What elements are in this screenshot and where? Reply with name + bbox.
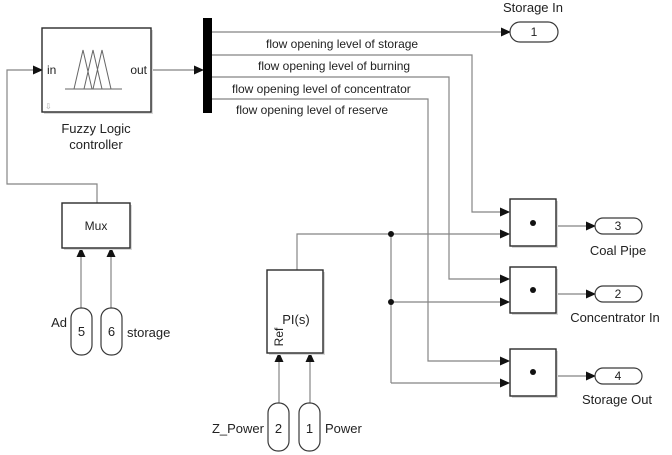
signal-line-mux-to-fuzzy[interactable] [6, 65, 98, 203]
outport-storage-in[interactable]: 1 [509, 21, 559, 43]
library-link-icon: ⇩ [45, 102, 52, 111]
demux-block[interactable] [203, 18, 212, 113]
signal-line-reserve[interactable] [212, 98, 510, 366]
inport-name-power: Power [325, 421, 363, 436]
outport-name-coal-pipe: Coal Pipe [590, 243, 646, 258]
fuzzy-in-port-label: in [47, 63, 56, 77]
outport-concentrator-in[interactable]: 2 [594, 285, 643, 303]
signal-label-burning: flow opening level of burning [258, 59, 410, 73]
inport-name-ad: Ad [51, 315, 67, 330]
fuzzy-block-name-line2: controller [69, 137, 123, 152]
inport-z-power[interactable]: 2 [267, 402, 290, 452]
inport-ad[interactable]: 5 [70, 307, 93, 356]
inport-name-storage: storage [127, 325, 170, 340]
mux-label: Mux [85, 219, 108, 233]
pi-ref-port-label: Ref [272, 327, 286, 346]
signal-line-concentrator[interactable] [212, 76, 510, 284]
signal-labels: flow opening level of storage flow openi… [232, 37, 418, 117]
outport-name-concentrator-in: Concentrator In [570, 310, 660, 325]
signal-line-burning[interactable] [212, 54, 510, 217]
membership-functions-icon [65, 49, 122, 90]
pi-controller-block[interactable]: PI(s) Ref [266, 269, 325, 355]
fuzzy-out-port-label: out [130, 63, 147, 77]
product-dot-icon [530, 220, 536, 226]
outport-name-storage-in: Storage In [503, 0, 563, 15]
inport-number: 6 [108, 324, 115, 339]
inport-name-z-power: Z_Power [212, 421, 265, 436]
signal-label-reserve: flow opening level of reserve [236, 103, 388, 117]
outport-number: 2 [615, 287, 622, 301]
product-block-concentrator[interactable] [509, 266, 558, 315]
outport-number: 4 [615, 369, 622, 383]
signal-line-pi-to-product-1[interactable] [296, 229, 510, 270]
inport-number: 5 [78, 324, 85, 339]
inport-storage[interactable]: 6 [100, 307, 123, 356]
outport-number: 3 [615, 219, 622, 233]
outport-storage-out[interactable]: 4 [594, 367, 643, 385]
junction-dot [388, 231, 394, 237]
inport-power[interactable]: 1 [298, 402, 321, 452]
signal-label-concentrator: flow opening level of concentrator [232, 82, 411, 96]
outport-name-storage-out: Storage Out [582, 392, 652, 407]
inport-number: 2 [275, 421, 282, 436]
wires [6, 27, 596, 403]
signal-label-storage: flow opening level of storage [266, 37, 418, 51]
outport-number: 1 [531, 25, 538, 39]
product-block-storage-out[interactable] [509, 348, 558, 398]
mux-block[interactable]: Mux [61, 202, 132, 250]
outport-coal-pipe[interactable]: 3 [594, 217, 643, 235]
pi-label: PI(s) [282, 312, 309, 327]
inport-number: 1 [306, 421, 313, 436]
junction-dot [388, 299, 394, 305]
fuzzy-logic-controller-block[interactable]: in out ⇩ [41, 27, 153, 114]
product-dot-icon [530, 369, 536, 375]
fuzzy-block-name-line1: Fuzzy Logic [61, 121, 131, 136]
product-block-coal-pipe[interactable] [509, 198, 558, 248]
product-dot-icon [530, 287, 536, 293]
